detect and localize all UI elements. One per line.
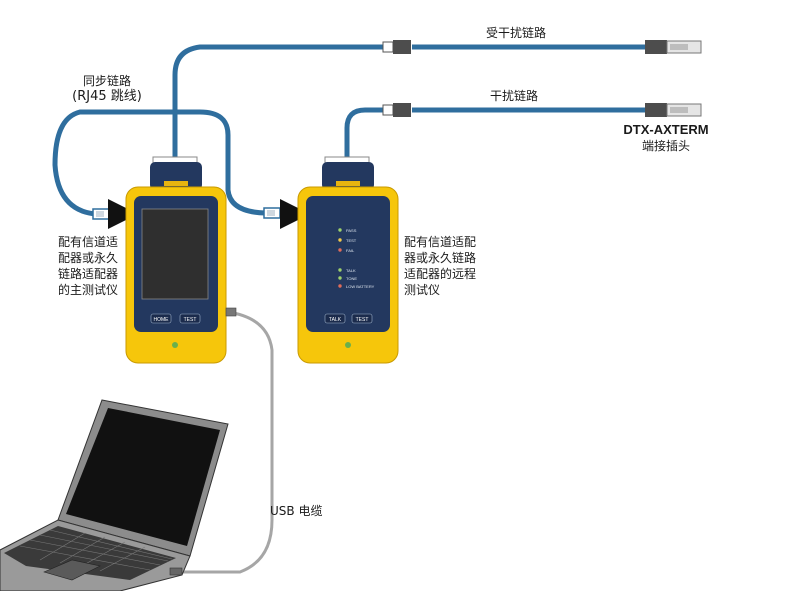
sync-link-label: 同步链路 (RJ45 跳线) [64, 73, 150, 105]
indicator-pass: PASS [346, 228, 357, 233]
disturber-link-cable [344, 107, 393, 163]
remote-talk-key[interactable]: TALK [329, 317, 342, 323]
main-tester-desc: 配有信道适 配器或永久 链路适配器 的主测试仪 [58, 234, 118, 298]
remote-tester-desc-line: 器或永久链路 [404, 251, 477, 265]
disturbed-link-cable [172, 44, 393, 163]
sync-link-label-line2: (RJ45 跳线) [72, 89, 142, 104]
main-home-key[interactable]: HOME [154, 317, 170, 323]
usb-cable-label: USB 电缆 [270, 504, 323, 518]
remote-tester-desc-line: 适配器的远程 [404, 267, 477, 281]
remote-tester: PASS TEST FAIL TALK TONE LOW BATTERY TAL… [297, 156, 399, 364]
sync-link-cable [52, 109, 268, 217]
terminator-plug-top [645, 40, 702, 54]
disturber-link-connector [382, 103, 411, 117]
usb-plug-tester [225, 307, 237, 317]
main-tester-desc-line: 的主测试仪 [58, 283, 119, 297]
remote-test-key[interactable]: TEST [356, 317, 369, 323]
main-tester-desc-line: 链路适配器 [58, 267, 119, 281]
remote-tester-desc-line: 测试仪 [404, 283, 441, 297]
usb-cable [178, 310, 274, 574]
indicator-test: TEST [346, 238, 357, 243]
terminator-plug-bottom [645, 103, 702, 117]
sync-link-label-line1: 同步链路 [82, 74, 131, 88]
indicator-low-battery: LOW BATTERY [346, 284, 375, 289]
disturbed-link-connector [382, 40, 411, 54]
main-tester-desc-line: 配有信道适 [58, 235, 119, 249]
terminator-desc-label: 端接插头 [641, 139, 690, 153]
remote-tester-desc-line: 配有信道适配 [404, 235, 477, 249]
main-tester-desc-line: 配器或永久 [58, 251, 119, 265]
disturber-link-label: 干扰链路 [490, 89, 539, 103]
sync-plug-left [92, 208, 110, 220]
remote-tester-desc: 配有信道适配 器或永久链路 适配器的远程 测试仪 [404, 234, 476, 298]
main-test-key[interactable]: TEST [184, 317, 197, 323]
sync-plug-right [263, 207, 281, 219]
indicator-talk: TALK [346, 268, 356, 273]
indicator-tone: TONE [346, 276, 357, 281]
laptop [0, 399, 229, 591]
remote-indicator-group: PASS TEST FAIL TALK TONE LOW BATTERY [338, 228, 375, 289]
indicator-fail: FAIL [346, 248, 355, 253]
terminator-name-label: DTX-AXTERM [623, 122, 709, 137]
disturbed-link-label: 受干扰链路 [486, 26, 547, 40]
main-tester: HOME TEST [125, 156, 227, 364]
